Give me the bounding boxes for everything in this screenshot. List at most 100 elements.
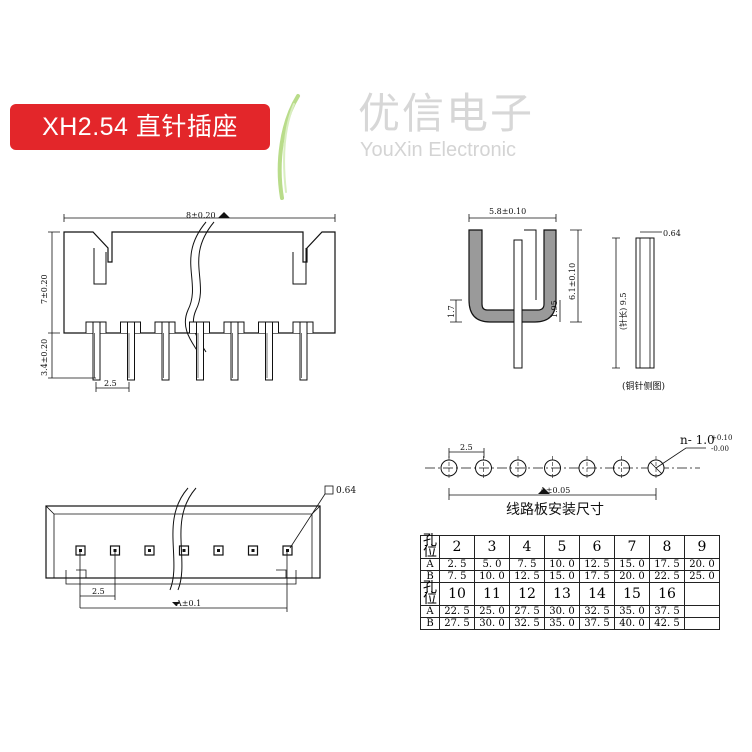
- table-row-header: 孔位: [420, 534, 440, 559]
- brand-name-en: YouXin Electronic: [360, 139, 517, 161]
- table-cell: 22. 5: [649, 570, 685, 583]
- top-pin-square: [75, 545, 86, 556]
- top-pin-square: [247, 545, 259, 556]
- table-row-header: B: [420, 617, 440, 630]
- product-title: XH2.54 直针插座: [42, 113, 238, 141]
- top-pin-center: [251, 549, 255, 552]
- top-pin-center: [217, 549, 220, 552]
- table-cell: 3: [474, 535, 510, 559]
- hole-span-dim: A±0.05: [539, 486, 570, 495]
- table-cell: 15. 0: [614, 558, 650, 571]
- table-cell: [684, 617, 720, 630]
- top-span-dim: A±0.1: [175, 599, 201, 608]
- table-cell: 30. 0: [474, 617, 510, 630]
- table-cell: 9: [684, 535, 720, 559]
- side-left-dim: 1.7: [447, 305, 456, 318]
- front-pin: [92, 321, 101, 381]
- table-cell: [684, 582, 720, 606]
- table-cell: 15. 0: [544, 570, 580, 583]
- table-cell: 12. 5: [509, 570, 545, 583]
- front-width-dim: 8±0.20: [186, 211, 216, 220]
- side-view: [450, 214, 582, 369]
- side-height-dim: 6.1±0.10: [568, 263, 577, 300]
- table-cell: 20. 0: [614, 570, 650, 583]
- table-cell: 10. 0: [474, 570, 510, 583]
- front-height-dim: 7±0.20: [40, 274, 49, 304]
- front-pin: [127, 321, 135, 381]
- pin-length-dim: (针长) 9.5: [618, 292, 628, 330]
- table-cell: 32. 5: [509, 617, 545, 630]
- table-cell: 27. 5: [509, 605, 545, 618]
- table-cell: 16: [649, 582, 685, 606]
- top-pin-square: [282, 545, 293, 556]
- table-cell: 14: [579, 582, 615, 606]
- top-view: [45, 485, 334, 612]
- table-cell: 35. 0: [614, 605, 650, 618]
- table-cell: 32. 5: [579, 605, 615, 618]
- table-cell: 17. 5: [649, 558, 685, 571]
- table-cell: [684, 605, 720, 618]
- front-pin: [230, 321, 239, 381]
- hole-layout-caption: 线路板安装尺寸: [506, 502, 604, 518]
- front-pitch-dim: 2.5: [104, 379, 117, 388]
- table-cell: 27. 5: [439, 617, 475, 630]
- table-cell: 7: [614, 535, 650, 559]
- top-pin-center: [286, 549, 289, 552]
- table-cell: 11: [474, 582, 510, 606]
- table-cell: 7. 5: [509, 558, 545, 571]
- brand-swoosh-icon: [277, 94, 300, 200]
- table-cell: 30. 0: [544, 605, 580, 618]
- top-pin-center: [113, 549, 117, 552]
- brand-logo: 优信电子 YouXin Electronic: [358, 90, 558, 162]
- top-pin-square: [144, 545, 155, 556]
- product-title-banner: XH2.54 直针插座: [10, 104, 270, 150]
- hole-dim: n- 1.0: [680, 433, 715, 447]
- table-cell: 2. 5: [439, 558, 475, 571]
- table-row-header: A: [420, 558, 440, 571]
- table-cell: 37. 5: [579, 617, 615, 630]
- front-pin-dim: 3.4±0.20: [40, 339, 49, 376]
- table-cell: 35. 0: [544, 617, 580, 630]
- pin-side-view: [612, 231, 662, 369]
- front-view: [48, 214, 336, 392]
- front-pin: [265, 321, 273, 381]
- table-cell: 10. 0: [544, 558, 580, 571]
- table-cell: 5. 0: [474, 558, 510, 571]
- brand-name-cn: 优信电子: [358, 89, 535, 138]
- top-square-dim: 0.64: [336, 486, 356, 496]
- side-width-dim: 5.8±0.10: [489, 207, 526, 216]
- table-cell: 20. 0: [684, 558, 720, 571]
- table-cell: 25. 0: [684, 570, 720, 583]
- top-pin-center: [148, 549, 151, 552]
- front-pin: [196, 321, 204, 381]
- table-cell: 13: [544, 582, 580, 606]
- table-cell: 2: [439, 535, 475, 559]
- table-cell: 10: [439, 582, 475, 606]
- front-pin: [161, 321, 170, 381]
- table-cell: 6: [579, 535, 615, 559]
- table-cell: 8: [649, 535, 685, 559]
- front-pin: [299, 321, 308, 381]
- table-cell: 4: [509, 535, 545, 559]
- hole-tol-plus: +0.10: [711, 434, 732, 442]
- table-cell: 12: [509, 582, 545, 606]
- table-row-header: A: [420, 605, 440, 618]
- pcb-hole-layout: [425, 447, 706, 500]
- table-cell: 22. 5: [439, 605, 475, 618]
- top-pin-square: [178, 545, 190, 556]
- pin-caption: (铜针侧图): [622, 380, 665, 392]
- table-cell: 40. 0: [614, 617, 650, 630]
- table-cell: 5: [544, 535, 580, 559]
- top-pin-square: [213, 545, 224, 556]
- table-cell: 42. 5: [649, 617, 685, 630]
- table-cell: 7. 5: [439, 570, 475, 583]
- table-cell: 37. 5: [649, 605, 685, 618]
- table-cell: 17. 5: [579, 570, 615, 583]
